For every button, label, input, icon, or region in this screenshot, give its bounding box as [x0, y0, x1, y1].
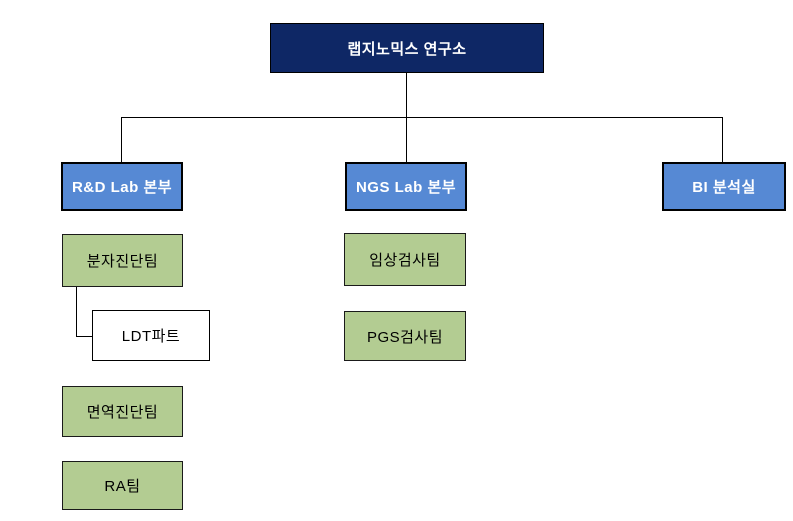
org-node-clinical-testing-team: 임상검사팀 — [344, 233, 466, 286]
org-node-pgs-testing-team: PGS검사팀 — [344, 311, 466, 361]
org-node-immuno-diagnostics-label: 면역진단팀 — [86, 404, 159, 421]
org-node-rnd-lab: R&D Lab 본부 — [61, 162, 183, 211]
org-node-ra-team: RA팀 — [62, 461, 183, 510]
org-node-root: 랩지노믹스 연구소 — [270, 23, 544, 73]
org-node-ldt-part: LDT파트 — [92, 310, 210, 361]
connector-molecular-to-ldt-horizontal — [76, 336, 92, 337]
connector-drop-ngs — [406, 117, 407, 162]
connector-bus — [121, 117, 723, 118]
org-node-ldt-part-label: LDT파트 — [121, 328, 181, 345]
org-node-rnd-lab-label: R&D Lab 본부 — [71, 179, 173, 196]
org-node-ngs-lab: NGS Lab 본부 — [345, 162, 467, 211]
connector-drop-bi — [722, 117, 723, 162]
org-node-molecular-diagnostics-label: 분자진단팀 — [86, 253, 159, 270]
org-node-ngs-lab-label: NGS Lab 본부 — [355, 179, 457, 196]
connector-drop-rnd — [121, 117, 122, 162]
org-node-root-label: 랩지노믹스 연구소 — [347, 40, 467, 58]
connector-molecular-to-ldt-vertical — [76, 287, 77, 336]
org-node-bi-lab: BI 분석실 — [662, 162, 786, 211]
org-node-molecular-diagnostics-team: 분자진단팀 — [62, 234, 183, 287]
org-node-pgs-testing-label: PGS검사팀 — [366, 328, 444, 346]
org-node-bi-lab-label: BI 분석실 — [692, 179, 756, 196]
org-node-clinical-testing-label: 임상검사팀 — [369, 252, 441, 269]
org-node-immuno-diagnostics-team: 면역진단팀 — [62, 386, 183, 437]
connector-root-to-bus — [406, 73, 407, 117]
org-node-ra-team-label: RA팀 — [104, 478, 141, 495]
